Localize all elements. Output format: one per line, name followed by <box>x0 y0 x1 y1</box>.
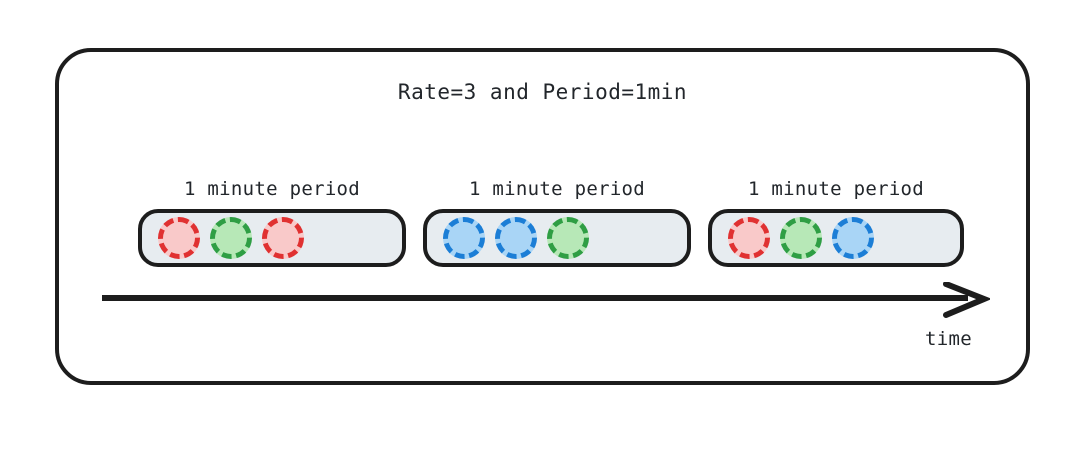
period-label-2: 1 minute period <box>468 178 646 200</box>
time-axis-arrow <box>102 282 990 318</box>
period-groups-row: 1 minute period 1 minute period 1 minute… <box>138 178 964 267</box>
request-token-green <box>547 217 589 259</box>
arrow-head-icon <box>943 282 990 318</box>
period-label-1: 1 minute period <box>183 178 361 200</box>
axis-label-time: time <box>925 328 972 350</box>
request-token-blue <box>443 217 485 259</box>
period-group-2: 1 minute period <box>423 178 691 267</box>
period-box-2 <box>423 209 691 267</box>
request-token-blue <box>832 217 874 259</box>
request-token-red <box>158 217 200 259</box>
request-token-blue <box>495 217 537 259</box>
period-box-3 <box>708 209 964 267</box>
request-token-red <box>262 217 304 259</box>
period-group-3: 1 minute period <box>708 178 964 267</box>
request-token-green <box>780 217 822 259</box>
period-box-1 <box>138 209 406 267</box>
request-token-green <box>210 217 252 259</box>
period-group-1: 1 minute period <box>138 178 406 267</box>
period-label-3: 1 minute period <box>747 178 925 200</box>
request-token-red <box>728 217 770 259</box>
page-title: Rate=3 and Period=1min <box>397 80 688 104</box>
